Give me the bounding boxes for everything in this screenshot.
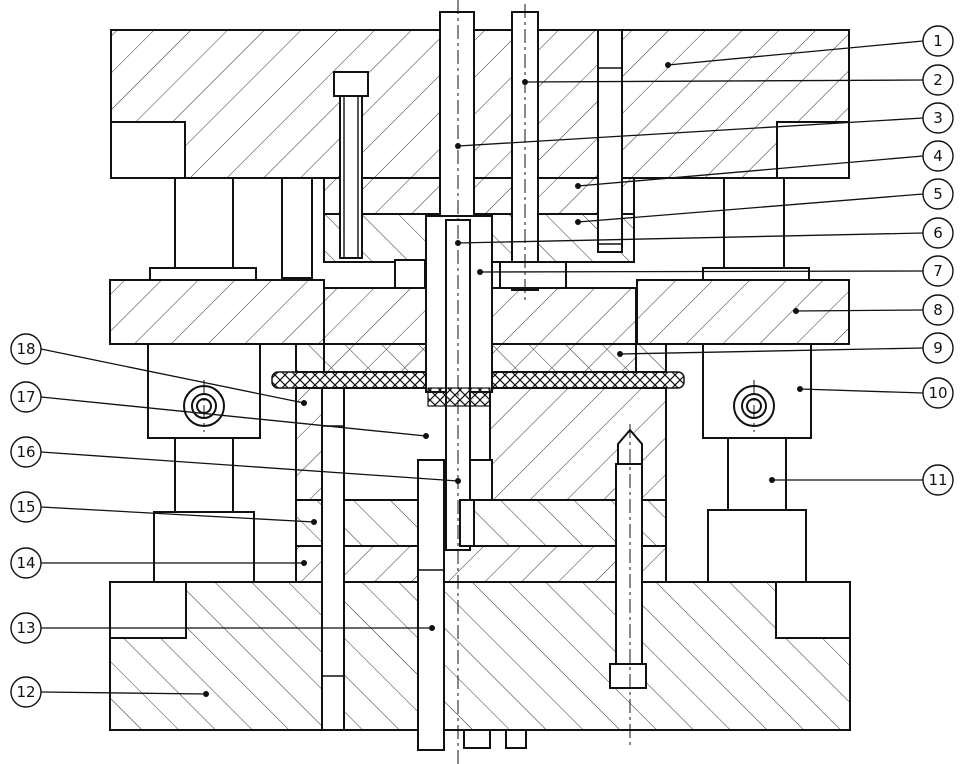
callout-8: 8 xyxy=(922,294,954,326)
callout-10: 10 xyxy=(922,377,954,409)
svg-text:2: 2 xyxy=(933,71,943,89)
svg-text:17: 17 xyxy=(16,388,35,406)
svg-text:11: 11 xyxy=(928,471,947,489)
callout-6: 6 xyxy=(922,217,954,249)
leader-lines-left xyxy=(40,348,461,697)
callout-4: 4 xyxy=(922,140,954,172)
svg-text:14: 14 xyxy=(16,554,35,572)
punch-plates xyxy=(323,177,635,289)
callout-12: 12 xyxy=(10,676,42,708)
callout-16: 16 xyxy=(10,436,42,468)
callout-5: 5 xyxy=(922,178,954,210)
svg-text:6: 6 xyxy=(933,224,943,242)
callout-14: 14 xyxy=(10,547,42,579)
svg-text:18: 18 xyxy=(16,340,35,358)
callout-3: 3 xyxy=(922,102,954,134)
callout-11: 11 xyxy=(922,464,954,496)
svg-text:1: 1 xyxy=(933,32,943,50)
callout-2: 2 xyxy=(922,64,954,96)
svg-text:8: 8 xyxy=(933,301,943,319)
svg-text:16: 16 xyxy=(16,443,35,461)
callout-9: 9 xyxy=(922,332,954,364)
callout-15: 15 xyxy=(10,491,42,523)
svg-text:13: 13 xyxy=(16,619,35,637)
svg-text:10: 10 xyxy=(928,384,947,402)
callout-7: 7 xyxy=(922,255,954,287)
guide-bushing-right xyxy=(702,343,812,439)
svg-text:3: 3 xyxy=(933,109,943,127)
svg-text:15: 15 xyxy=(16,498,35,516)
upper-dowel-pin xyxy=(597,29,623,253)
upper-guide-posts xyxy=(174,177,785,279)
callout-1: 1 xyxy=(922,25,954,57)
stripper-plate-left xyxy=(109,267,325,345)
callout-17: 17 xyxy=(10,381,42,413)
lower-screw xyxy=(609,428,647,689)
stripper-plate-right xyxy=(636,267,850,345)
svg-text:7: 7 xyxy=(933,262,943,280)
svg-text:5: 5 xyxy=(933,185,943,203)
ejector-pin-left xyxy=(321,387,345,731)
callout-13: 13 xyxy=(10,612,42,644)
lower-die-base xyxy=(109,581,851,731)
callout-18: 18 xyxy=(10,333,42,365)
upper-die-plate xyxy=(110,29,850,179)
svg-text:12: 12 xyxy=(16,683,35,701)
svg-text:9: 9 xyxy=(933,339,943,357)
leader-lines xyxy=(455,40,924,483)
lower-guide-posts xyxy=(153,437,807,583)
svg-text:4: 4 xyxy=(933,147,943,165)
lower-plates xyxy=(295,499,667,583)
upper-screw xyxy=(333,71,369,259)
